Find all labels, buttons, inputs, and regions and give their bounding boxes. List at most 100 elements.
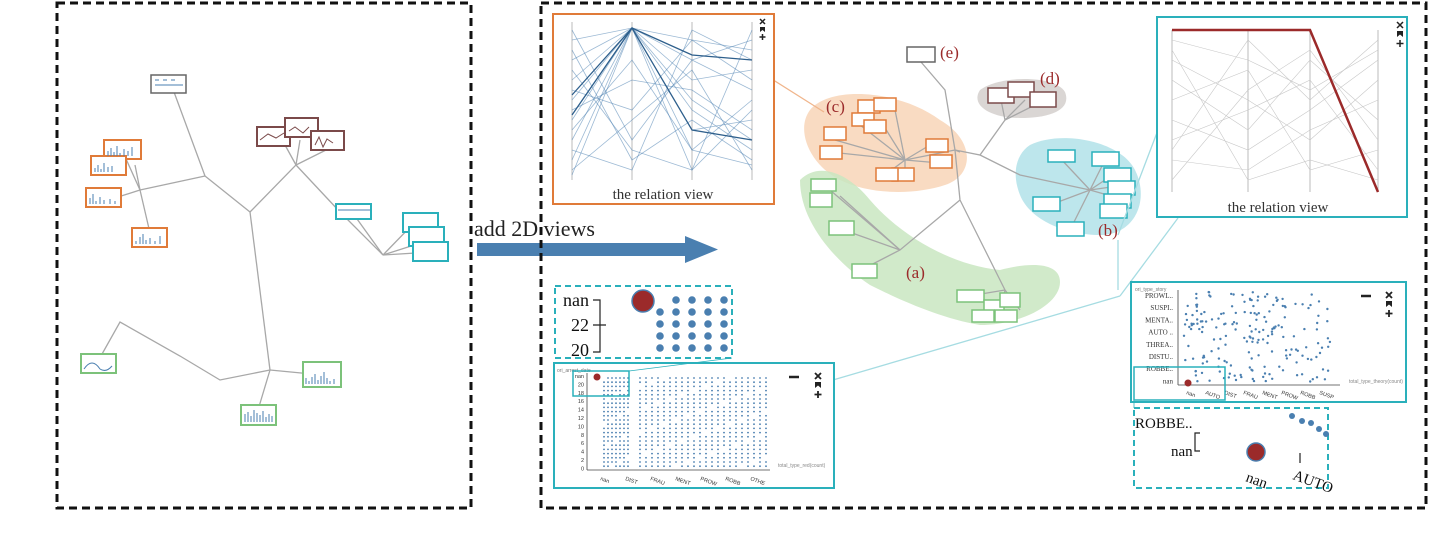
scatter-left-dot [729,456,731,459]
scatter-right-x-tick: ROBB [1299,390,1316,401]
left-node-grey [150,74,187,94]
scatter-left-dot [615,448,617,451]
scatter-right-dot [1266,341,1269,345]
scatter-left-dot [619,456,621,459]
scatter-left-dot [759,402,761,405]
scatter-left-dot [687,465,689,468]
scatter-left-dot [663,385,665,388]
scatter-left-dot [705,427,707,430]
scatter-left-dot [735,393,737,396]
scatter-left-dot [607,381,609,384]
scatter-right-dot [1292,335,1296,338]
scatter-right-dot [1263,372,1267,375]
node-a-2 [809,192,833,208]
left-node-orange-3 [85,187,122,208]
scatter-left-dot [663,465,665,468]
scatter-left-dot [717,406,719,409]
scatter-left-dot [681,389,683,392]
scatter-left-dot [651,444,653,447]
scatter-left-dot [607,440,609,442]
scatter-right-dot [1257,312,1261,315]
scatter-left-dot [669,389,671,392]
scatter-right-dot [1290,348,1293,351]
scatter-left-dot [615,385,617,388]
scatter-left-dot [639,402,641,405]
zoom-left-dot [688,296,696,304]
scatter-left-dot [723,435,725,438]
scatter-left-dot [627,435,629,438]
scatter-left-dot [681,414,683,417]
scatter-left-dot [623,444,625,447]
scatter-left-dot [753,419,755,421]
scatter-left-dot [681,423,683,426]
scatter-left [553,362,835,489]
connector-b-right [1119,217,1179,297]
label-d: (d) [1040,69,1060,88]
scatter-left-dot [619,406,621,409]
scatter-left-dot [603,427,605,430]
zoom-left-dot [656,344,664,352]
scatter-left-dot [705,406,707,409]
scatter-left-dot [615,377,617,379]
scatter-left-dot [747,431,749,434]
scatter-left-dot [699,406,701,409]
relation-view-left-dark-lines [571,26,753,141]
scatter-left-dot [735,406,737,409]
scatter-left-dot [675,444,677,447]
scatter-left-dot [759,465,761,468]
scatter-left-dot [711,410,713,413]
scatter-left-dot [627,431,629,434]
scatter-left-dot [693,440,695,442]
scatter-right-dot [1218,370,1222,373]
scatter-left-dot [687,444,689,447]
scatter-left-dot [717,452,719,455]
scatter-left-dot [611,444,613,447]
scatter-left-dot [615,461,617,463]
scatter-left-dot [747,461,749,463]
scatter-right-dot [1249,298,1252,301]
scatter-left-dot [711,444,713,447]
scatter-left-dot [669,381,671,384]
scatter-left-dot [669,452,671,455]
scatter-left-dot [645,427,647,430]
scatter-right-dot [1205,360,1209,363]
scatter-left-dot [699,465,701,468]
scatter-left-dot [657,381,659,384]
left-node-teal-1 [335,203,372,220]
scatter-left-dot [645,423,647,426]
scatter-left-dot [741,398,743,400]
scatter-right-dot [1248,335,1251,338]
scatter-right-dot [1270,333,1274,336]
scatter-left-dot [723,377,725,379]
scatter-left-dot [623,427,625,430]
scatter-left-dot [747,423,749,426]
scatter-left-dot [657,431,659,434]
scatter-left-dot [603,414,605,417]
scatter-left-dot [711,465,713,468]
scatter-left-dot [623,414,625,417]
scatter-left-dot [657,385,659,388]
scatter-left-dot [639,406,641,409]
scatter-left-dot [607,452,609,455]
scatter-right-dot [1190,322,1193,325]
node-d-3 [1029,91,1057,108]
scatter-left-dot [681,398,683,400]
scatter-right-dot [1250,368,1253,371]
scatter-right-dot [1232,293,1235,296]
scatter-left-dot [741,448,743,451]
scatter-left-dot [615,427,617,430]
scatter-left-dot [747,414,749,417]
scatter-left-dot [687,393,689,396]
scatter-left-dot [611,389,613,392]
scatter-left-dot [705,423,707,426]
zoom-left-link [628,357,733,372]
scatter-left-dot [645,385,647,388]
scatter-left-dot [681,427,683,430]
left-panel-border [55,1,473,510]
scatter-left-dot [765,444,767,447]
scatter-right-nan-point [1184,379,1192,387]
scatter-right-dot [1191,357,1195,360]
scatter-left-dot [627,465,629,468]
scatter-right-dot [1203,310,1206,314]
zoom-left-tick-22: 22 [571,315,589,335]
